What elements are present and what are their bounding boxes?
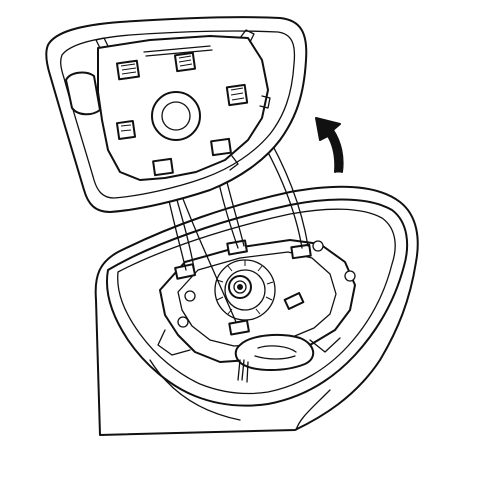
- left-recess: [65, 71, 101, 116]
- housing-side-line: [149, 359, 241, 421]
- actuator-clip-left: [174, 263, 197, 280]
- boss-2: [177, 316, 189, 328]
- motor-detail-2: [254, 355, 296, 360]
- boss-1: [184, 290, 196, 302]
- side-bracket: [157, 329, 191, 356]
- edge-tab-left: [95, 37, 109, 49]
- edge-tab-side: [259, 95, 271, 109]
- bracket-line: [309, 337, 341, 353]
- backing-slot: [143, 45, 211, 53]
- motor-body: [234, 333, 315, 371]
- glass-clip-upper-middle: [173, 51, 197, 73]
- glass-clip-upper-left: [115, 59, 141, 81]
- center-pad-inner: [161, 101, 191, 131]
- pivot-center: [237, 284, 243, 290]
- mirror-glass: [45, 16, 308, 213]
- glass-inner-frame: [60, 30, 296, 199]
- boss-4: [344, 270, 356, 282]
- mirror-actuator: [157, 239, 356, 383]
- glass-clip-right: [225, 83, 249, 107]
- housing-side-line-2: [295, 389, 331, 431]
- glass-clip-bottom-right: [210, 137, 232, 157]
- arrow-outline: [315, 117, 344, 173]
- actuator-clip-bottom: [228, 319, 250, 336]
- glass-clip-bottom: [152, 157, 174, 177]
- actuator-clip-right: [290, 243, 312, 260]
- housing-rim-inner-line: [117, 208, 396, 395]
- actuator-clip-top: [226, 239, 248, 256]
- edge-tab-right: [239, 29, 255, 43]
- actuator-gear-ring-inner: [224, 269, 266, 311]
- curved-arrow-icon: [315, 117, 344, 173]
- wire-bundle: [237, 359, 249, 383]
- actuator-clip-side: [283, 292, 305, 310]
- backing-slot-2: [145, 49, 213, 57]
- boss-3: [312, 240, 324, 252]
- glass-clip-left-lower: [115, 119, 137, 141]
- motor-detail: [257, 345, 297, 353]
- actuator-inner-plate: [177, 251, 337, 347]
- edge-tab-lower: [229, 155, 239, 171]
